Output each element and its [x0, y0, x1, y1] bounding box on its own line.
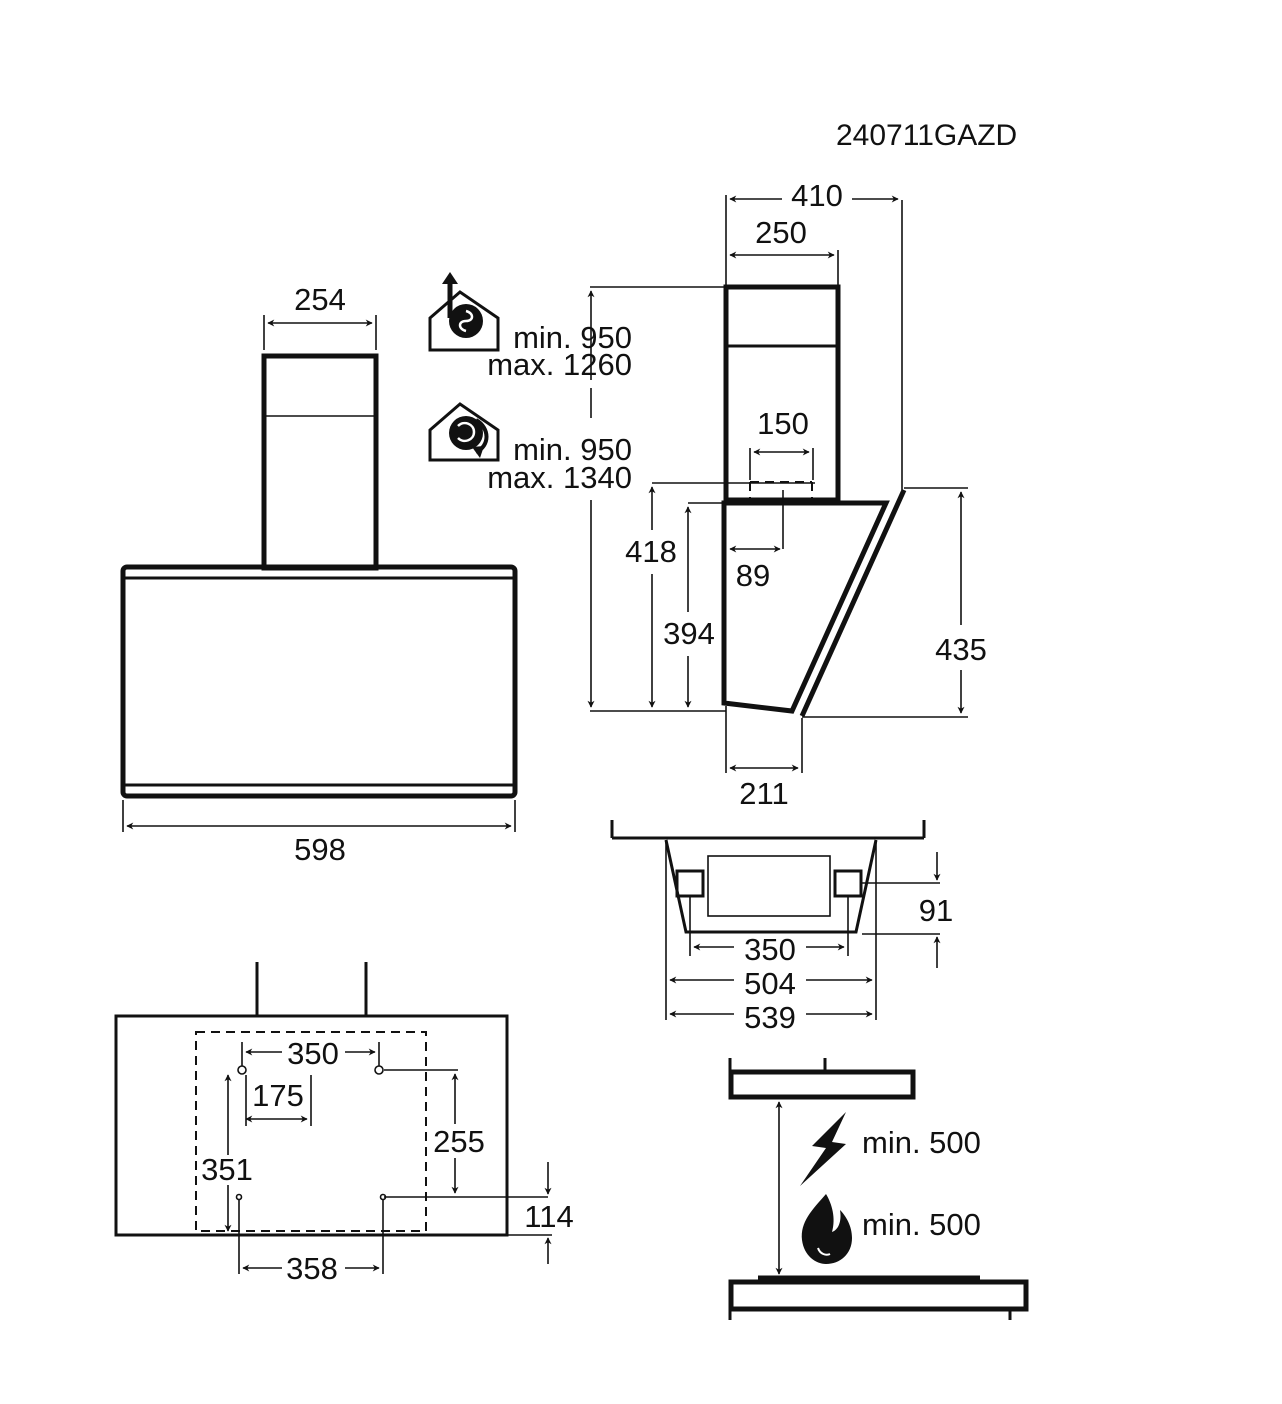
- height-inner-label: 394: [663, 616, 715, 651]
- recirculation-min-label: min. 950: [513, 432, 632, 467]
- right-height-label: 255: [433, 1124, 485, 1159]
- half-spacing-label: 175: [252, 1078, 304, 1113]
- lightning-icon: [800, 1112, 846, 1186]
- bracket-view: 91 350 504 539: [610, 820, 953, 1035]
- outlet-width-label: 150: [757, 406, 809, 441]
- gas-min-label: min. 500: [862, 1207, 981, 1242]
- inner-width-label: 504: [744, 966, 796, 1001]
- wall-mount-view: 350 175 351 255 114 358: [114, 962, 574, 1286]
- electric-min-label: min. 500: [862, 1125, 981, 1160]
- bottom-offset-label: 114: [524, 1199, 573, 1234]
- slot-spacing-label: 350: [744, 932, 796, 967]
- recirculation-mode-house-fan-icon: [428, 402, 500, 462]
- extraction-min-label: min. 950: [513, 320, 632, 355]
- slot-height-label: 91: [919, 893, 953, 928]
- hole-height-label: 351: [201, 1152, 253, 1187]
- extraction-mode-house-fan-icon: [428, 272, 500, 352]
- recirculation-max-label: max. 1340: [487, 460, 632, 495]
- flame-icon: [801, 1194, 852, 1264]
- top-holes-spacing-label: 350: [287, 1036, 339, 1071]
- document-code: 240711GAZD: [836, 119, 1017, 152]
- clearance-view: min. 500 min. 500: [728, 1058, 1029, 1320]
- bottom-holes-spacing-label: 358: [286, 1251, 338, 1286]
- bottom-depth-label: 211: [739, 776, 788, 811]
- chimney-width-label: 254: [294, 282, 346, 317]
- front-view: 254 598: [120, 282, 518, 867]
- total-width-label: 598: [294, 832, 346, 867]
- total-depth-label: 410: [791, 178, 843, 213]
- height-outer-label: 435: [935, 632, 987, 667]
- side-view: 410 250 150 89 418 394 435 211: [587, 178, 987, 811]
- height-front-label: 418: [625, 534, 677, 569]
- outlet-offset-label: 89: [736, 558, 770, 593]
- outer-width-label: 539: [744, 1000, 796, 1035]
- chimney-depth-label: 250: [755, 215, 807, 250]
- extraction-max-label: max. 1260: [487, 347, 632, 382]
